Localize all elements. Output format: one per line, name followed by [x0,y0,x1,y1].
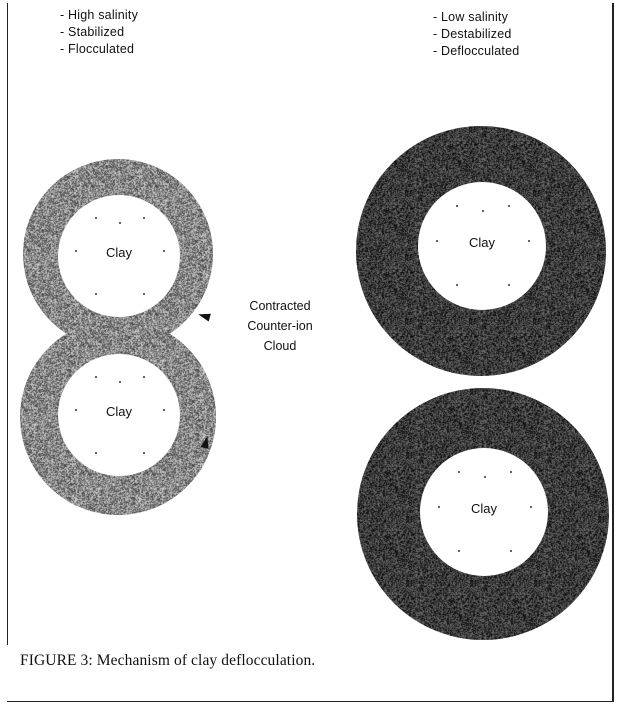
clay-label: Clay [468,234,495,250]
label-destabilized: - Destabilized [433,27,512,41]
counter-ion-dot [436,240,438,242]
counter-ion-dot [508,284,510,286]
figure-frame [7,3,614,702]
counter-ion-dot [528,240,530,242]
counter-ion-dot [119,222,121,224]
annotation-line-2: Counter-ion [247,319,313,333]
clay-core: Clay [58,195,180,317]
clay-label: Clay [105,403,132,419]
counter-ion-dot [508,205,510,207]
label-stabilized: - Stabilized [60,25,125,39]
counter-ion-dot [143,293,145,295]
counter-ion-dot [95,293,97,295]
counter-ion-dot [482,210,484,212]
label-low-salinity: - Low salinity [433,10,509,24]
clay-core: Clay [58,354,180,476]
flocculated-particle-bottom: Clay [20,319,216,515]
low-salinity-labels: - Low salinity - Destabilized - Defloccu… [433,9,519,60]
deflocculated-particle-top: Clay [356,126,606,376]
contracted-counter-ion-cloud-label: Contracted Counter-ion Cloud [228,296,332,356]
figure-caption: FIGURE 3: Mechanism of clay deflocculati… [20,652,316,669]
frame-bottom-border [7,701,614,702]
counter-ion-dot [95,376,97,378]
counter-ion-dot [484,476,486,478]
counter-ion-dot [143,452,145,454]
deflocculated-particle-bottom: Clay [357,388,609,640]
counter-ion-dot [163,250,165,252]
counter-ion-dot [143,217,145,219]
clay-core: Clay [418,182,546,310]
counter-ion-dot [510,550,512,552]
counter-ion-dot [143,376,145,378]
clay-label: Clay [105,244,132,260]
counter-ion-dot [456,205,458,207]
annotation-line-3: Cloud [263,339,297,353]
counter-ion-dot [458,550,460,552]
label-deflocculated: - Deflocculated [433,44,520,58]
counter-ion-dot [163,409,165,411]
counter-ion-dot [438,506,440,508]
counter-ion-dot [119,381,121,383]
frame-right-border [612,3,614,702]
clay-label: Clay [470,500,497,516]
counter-ion-dot [456,284,458,286]
label-high-salinity: - High salinity [60,8,139,22]
counter-ion-dot [75,250,77,252]
counter-ion-dot [95,452,97,454]
flocculated-particle-top: Clay [23,159,213,349]
high-salinity-labels: - High salinity - Stabilized - Flocculat… [60,7,138,58]
frame-left-border [7,3,8,645]
annotation-line-1: Contracted [249,299,311,313]
clay-core: Clay [420,448,548,576]
counter-ion-dot [75,409,77,411]
counter-ion-dot [458,471,460,473]
counter-ion-dot [530,506,532,508]
counter-ion-dot [510,471,512,473]
label-flocculated: - Flocculated [60,42,135,56]
counter-ion-dot [95,217,97,219]
